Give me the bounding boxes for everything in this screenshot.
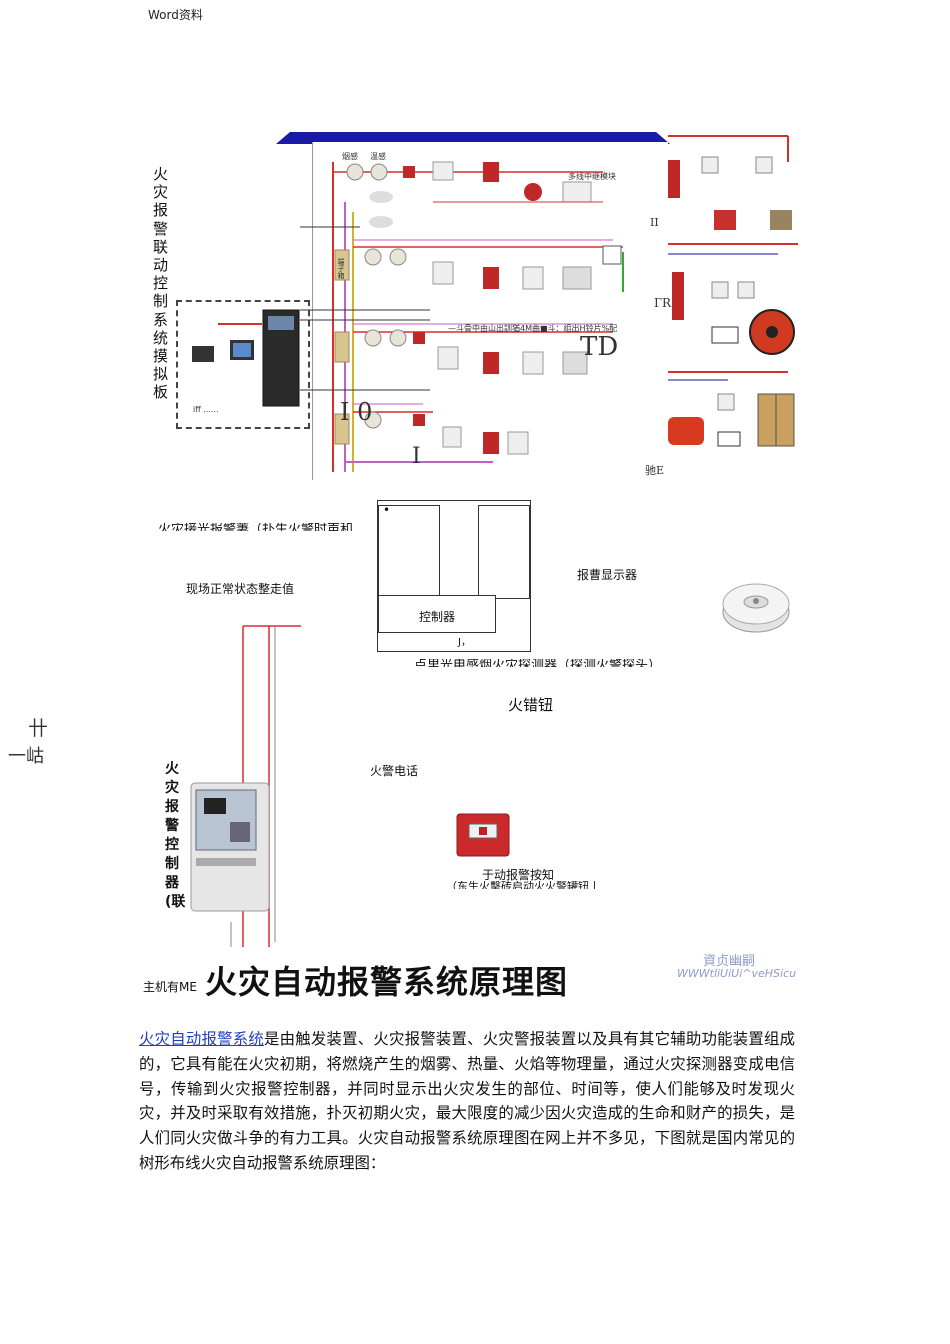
controller-frame: • 控制器 J， <box>377 500 531 652</box>
controller-left-panel <box>378 505 440 599</box>
linkage-equipment-diagram <box>668 135 798 447</box>
host-computer-box <box>176 300 310 429</box>
intro-text: 是由触发装置、火灾报警装置、火灾警报装置以及具有其它辅助功能装置组成的，它具有能… <box>139 1030 795 1172</box>
left-side-glyph-b: 一岵 <box>8 746 44 767</box>
controller-block: 控制器 <box>378 595 496 633</box>
terminal-box-2 <box>334 331 350 363</box>
host-computer-diagram <box>192 309 300 407</box>
bus-cables <box>300 226 430 391</box>
controller-sub: J， <box>458 637 471 648</box>
vertical-controller-label: 火灾报警控制器(联 <box>165 761 186 910</box>
header-label: Word资料 <box>148 8 203 22</box>
row1-devices <box>346 161 592 203</box>
cut-caption-detector: 点里光电感烟火灾探测器（探测火警探头） <box>414 659 662 667</box>
manual-alarm-sub: （东生火擊砖启动火火警罐钮丨 <box>446 881 600 889</box>
normal-state-label: 现场正常状态整走值 <box>186 582 295 596</box>
linkage-equipment-area <box>668 132 810 472</box>
controller-mark: • <box>383 503 391 517</box>
board-overlay-io: I 0 <box>340 398 373 426</box>
watermark-line2: WWWtliUiUi^veHSicu <box>677 967 797 980</box>
fire-button-label: 火错钮 <box>508 696 554 714</box>
board-overlay-td: TD <box>580 332 619 362</box>
intro-paragraph: 火灾自动报警系统是由触发装置、火灾报警装置、火灾警报装置以及具有其它辅助功能装置… <box>139 1027 795 1176</box>
alarm-display-label: 报曹显示器 <box>577 568 638 582</box>
board-wiring-diagram <box>332 161 624 472</box>
fire-phone-label: 火警电话 <box>370 764 419 778</box>
board-label-smoke: 烟感 <box>342 152 358 161</box>
manual-alarm-label: 于动报警按知 <box>482 868 555 882</box>
left-side-glyph-a: 卄 <box>28 716 48 740</box>
board-overlay-i: I <box>412 444 421 469</box>
host-caption: iff ...... <box>193 405 219 414</box>
side-glyph-b: ГR <box>654 296 671 310</box>
board-roof <box>276 132 670 144</box>
watermark-line1: 資贞幽嗣 <box>703 954 756 969</box>
board-vertical-title: 火灾报警联动控制系统摸拟板 <box>153 165 169 402</box>
board-panel-area <box>312 142 668 480</box>
controller-label: 控制器 <box>419 610 456 624</box>
cut-caption-left: 火灾接光报警萋（扑生火警时声和 <box>158 523 354 531</box>
fire-alarm-controller-cabinet <box>190 782 270 912</box>
smoke-detector-icon <box>722 583 790 633</box>
board-label-heat: 温感 <box>370 152 386 161</box>
terminal-box-label: 端子箱 <box>337 258 345 279</box>
board-row-note: —斗骨中由山出訓猶4M曲■斗：组出H铃片%配 <box>448 324 618 333</box>
board-label-relay-module: 多线中继模块 <box>568 172 616 181</box>
title-prefix: 主机有ME <box>143 980 197 994</box>
page-title: 火灾自动报警系统原理图 <box>205 963 569 1001</box>
controller-right-panel <box>478 505 530 599</box>
terminal-box-3 <box>334 413 350 445</box>
terminal-box-1 <box>334 249 350 281</box>
system-link[interactable]: 火灾自动报警系统 <box>139 1030 264 1048</box>
manual-alarm-button-icon <box>456 813 510 857</box>
side-glyph-c: 驰E <box>645 464 665 477</box>
side-glyph-a: II <box>650 216 659 229</box>
